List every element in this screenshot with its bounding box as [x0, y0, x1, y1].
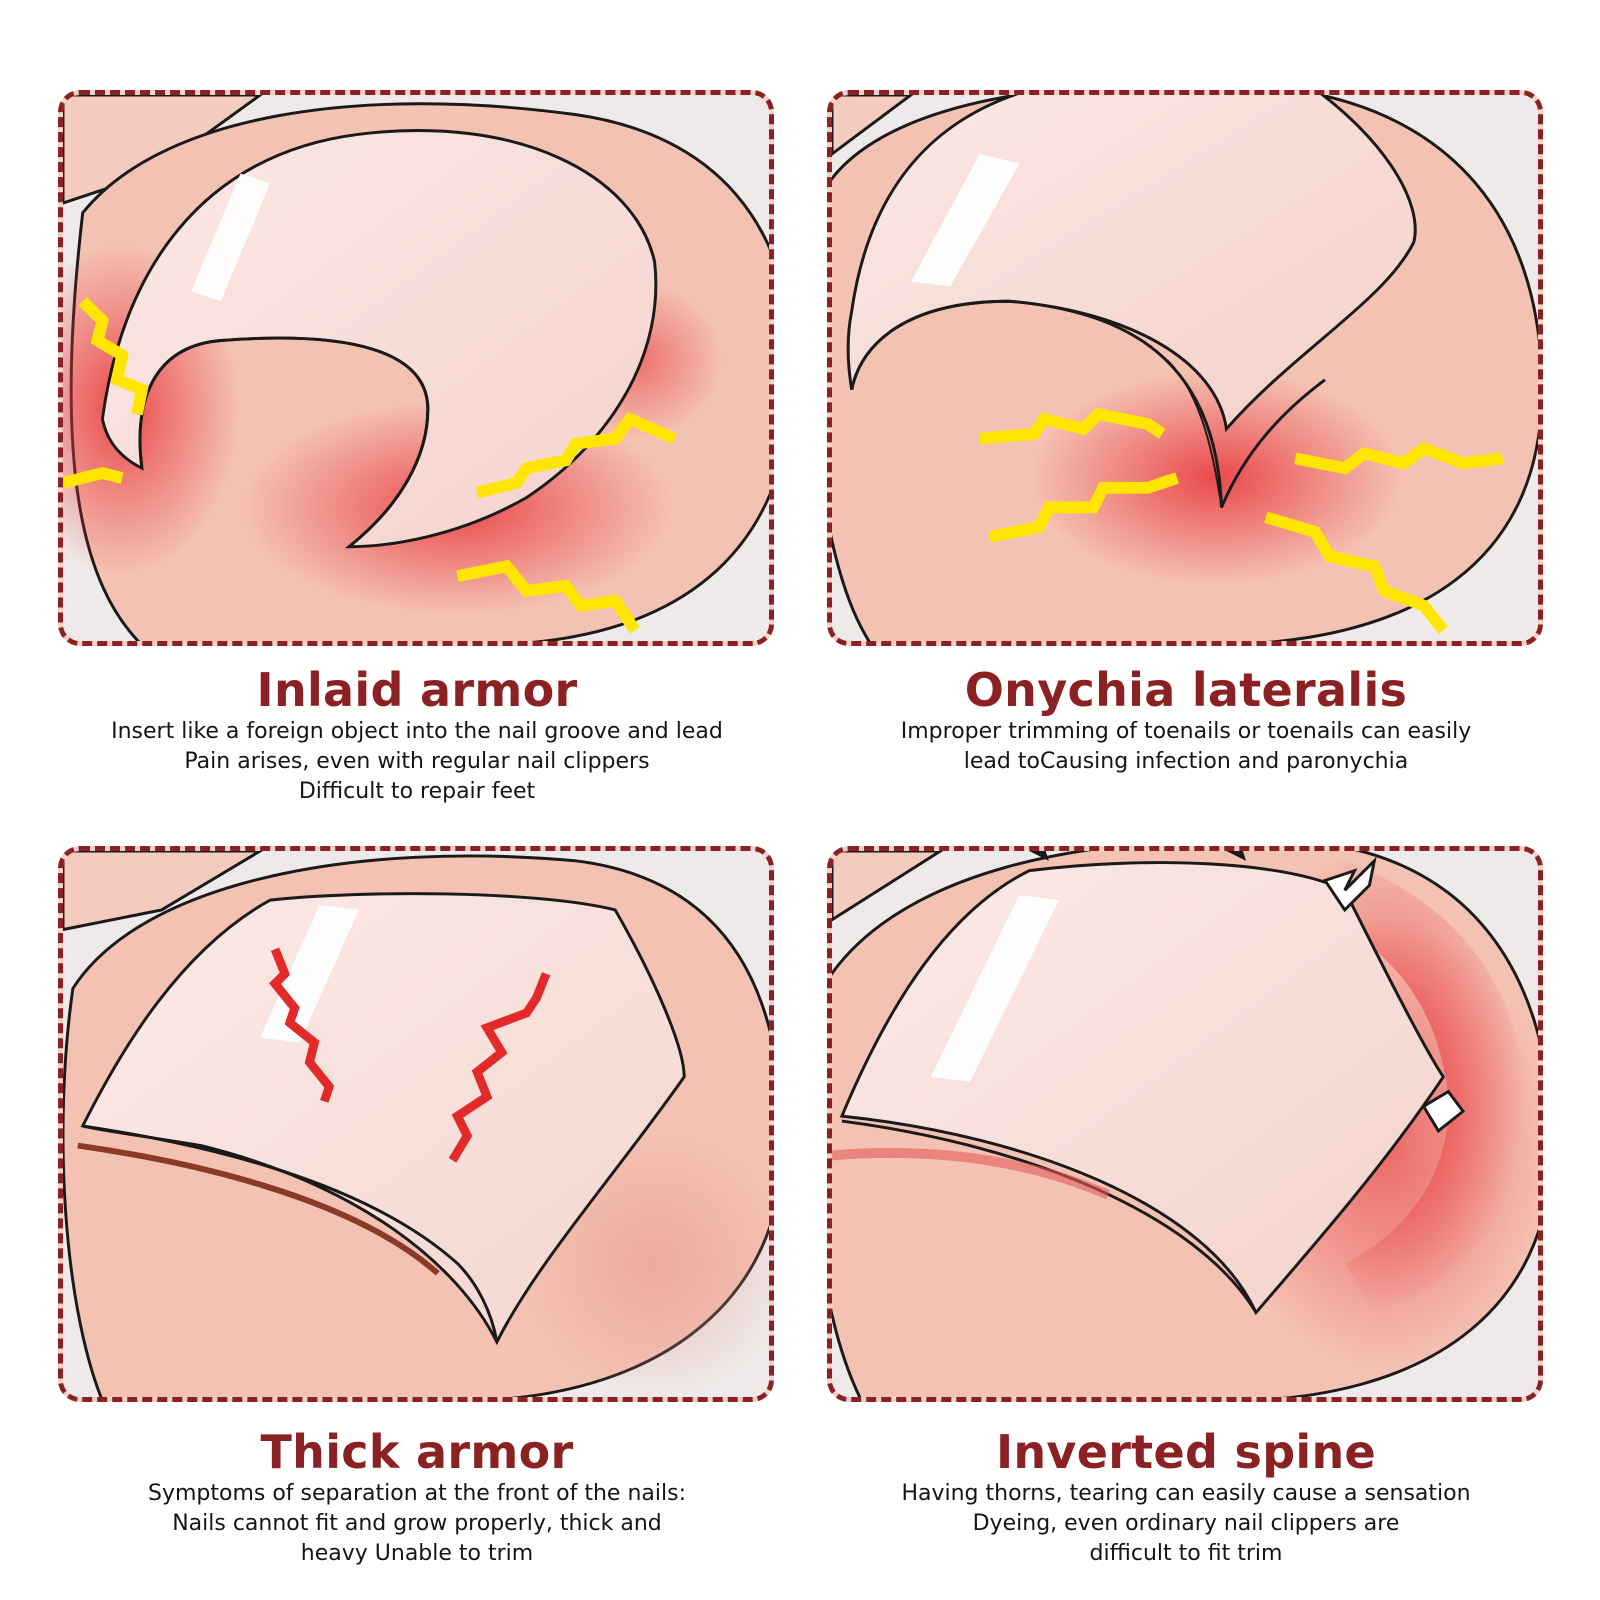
illustration-inverted-spine	[827, 846, 1543, 1402]
illustration-onychia-lateralis	[827, 90, 1543, 646]
caption-inlaid-armor: Inlaid armor Insert like a foreign objec…	[37, 663, 797, 807]
card-description-line: Nails cannot fit and grow properly, thic…	[172, 1511, 662, 1536]
caption-onychia-lateralis: Onychia lateralis Improper trimming of t…	[806, 663, 1566, 777]
card-description-line: Difficult to repair feet	[298, 779, 536, 804]
illustration-inlaid-armor	[58, 90, 774, 646]
caption-thick-armor: Thick armor Symptoms of separation at th…	[37, 1425, 797, 1569]
card-description-line: Having thorns, tearing can easily cause …	[901, 1481, 1471, 1506]
card-description-line: lead toCausing infection and paronychia	[963, 749, 1409, 774]
card-title: Inverted spine	[995, 1425, 1377, 1479]
illustration-thick-armor	[58, 846, 774, 1402]
toe-illustration	[63, 851, 769, 1397]
card-description-line: Improper trimming of toenails or toenail…	[900, 719, 1472, 744]
card-title: Thick armor	[260, 1425, 574, 1479]
card-description-line: heavy Unable to trim	[300, 1541, 534, 1566]
card-title: Inlaid armor	[256, 663, 578, 717]
toe-illustration	[832, 95, 1538, 641]
card-description-line: difficult to fit trim	[1089, 1541, 1283, 1566]
card-description-line: Pain arises, even with regular nail clip…	[184, 749, 650, 774]
caption-inverted-spine: Inverted spine Having thorns, tearing ca…	[806, 1425, 1566, 1569]
card-title: Onychia lateralis	[964, 663, 1408, 717]
toe-illustration	[63, 95, 769, 641]
card-description-line: Insert like a foreign object into the na…	[111, 719, 723, 744]
card-description-line: Symptoms of separation at the front of t…	[147, 1481, 686, 1506]
toe-illustration	[832, 851, 1538, 1397]
card-description-line: Dyeing, even ordinary nail clippers are	[972, 1511, 1400, 1536]
